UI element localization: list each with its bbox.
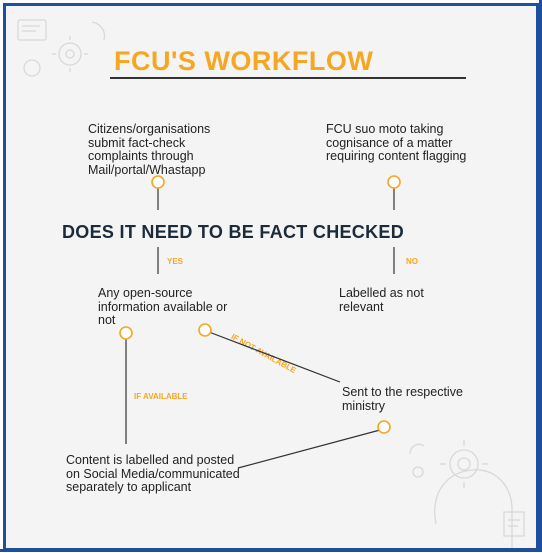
node-content-labelled: Content is labelled and posted on Social…	[66, 453, 240, 494]
page-title: FCU'S WORKFLOW	[114, 46, 374, 76]
doodle-top-left-icon	[17, 19, 106, 77]
node-circle-ministry	[377, 420, 391, 434]
node-circle-suo-moto	[387, 175, 401, 189]
doodle-bottom-right-icon	[409, 440, 525, 548]
node-citizens: Citizens/organisations submit fact-check…	[88, 122, 211, 177]
title-underline	[110, 77, 466, 79]
node-osint: Any open-source information available or…	[98, 286, 228, 327]
label-no: NO	[406, 257, 418, 266]
label-yes: YES	[167, 257, 184, 266]
infographic-frame: FCU'S WORKFLOW Citizens/organisations su…	[3, 3, 539, 551]
decision-question: DOES IT NEED TO BE FACT CHECKED	[62, 222, 405, 242]
connector-if-not-available	[208, 331, 341, 383]
node-sent-ministry: Sent to the respective ministry	[342, 385, 463, 413]
flow-connectors	[119, 175, 401, 469]
node-circle-citizens	[151, 175, 165, 189]
node-labelled-not-relevant: Labelled as not relevant	[339, 286, 424, 314]
node-circle-osint	[119, 326, 133, 340]
node-circle-not-available	[198, 323, 212, 337]
connector-ministry-to-content	[237, 429, 381, 469]
label-if-available: IF AVAILABLE	[134, 392, 188, 401]
node-suo-moto: FCU suo moto taking cognisance of a matt…	[326, 122, 467, 163]
